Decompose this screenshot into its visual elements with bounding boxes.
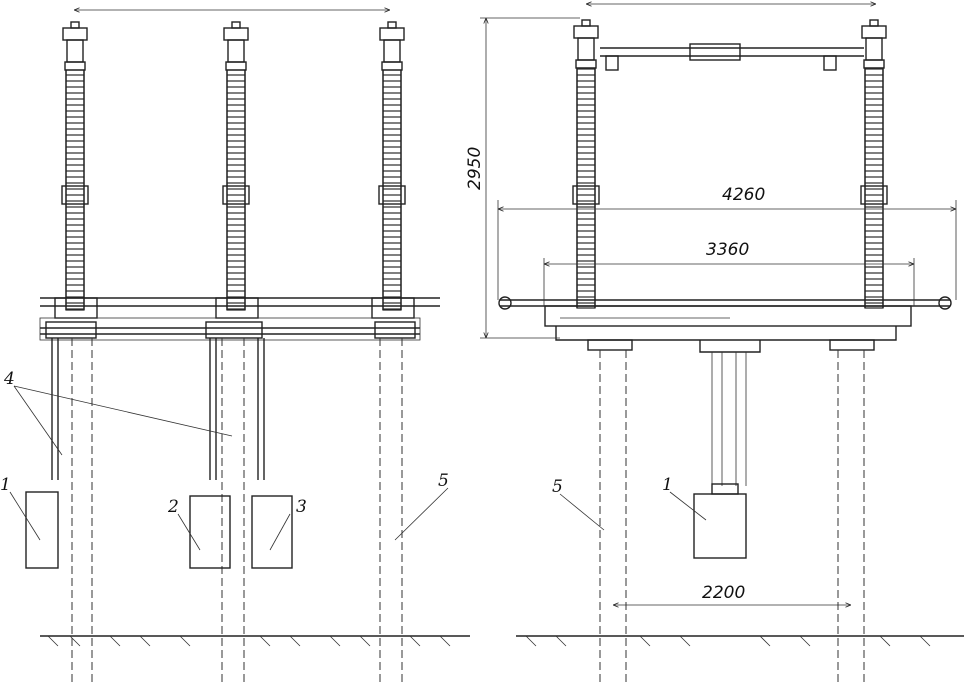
dim-4260	[497, 200, 957, 300]
callout-4: 4	[3, 369, 15, 389]
top-busbar	[600, 43, 864, 71]
callout-3: 3	[296, 497, 307, 517]
callout-5: 5	[438, 471, 449, 491]
support-columns-right	[587, 339, 875, 685]
dim-2200-label: 2200	[702, 583, 745, 603]
dim-4260-label: 4260	[722, 185, 765, 205]
callout-1-right: 1	[662, 475, 673, 495]
ground-right	[516, 635, 964, 647]
pole-3	[371, 21, 415, 319]
right-view: 2950 4260 3360 2200 5 1	[465, 4, 964, 685]
callout-5-right: 5	[552, 477, 563, 497]
callout-5-leader-right	[559, 493, 605, 531]
left-view: 1 2 3 4 5	[0, 10, 470, 685]
drive-box-3	[251, 495, 293, 569]
dim-2950	[480, 17, 580, 339]
drive-box-1	[25, 491, 59, 569]
right-pole-left	[572, 19, 600, 309]
right-drive-box	[693, 493, 747, 559]
base-frame-right	[498, 296, 952, 353]
support-columns-left	[45, 321, 416, 685]
callout-1: 1	[0, 475, 11, 495]
right-drive-coupling	[711, 483, 739, 495]
dim-2950-label: 2950	[465, 147, 485, 190]
right-pole-right	[860, 19, 888, 309]
dim-3360	[543, 258, 915, 306]
callout-leaders-left	[9, 385, 449, 551]
callout-1-leader-right	[669, 491, 707, 521]
dim-3360-label: 3360	[706, 240, 749, 260]
horizontal-pipes-left	[39, 297, 440, 341]
pole-1	[54, 21, 98, 319]
pole-2	[215, 21, 259, 319]
callout-2: 2	[167, 497, 179, 517]
ground-left	[40, 635, 470, 647]
drive-box-2	[189, 495, 231, 569]
